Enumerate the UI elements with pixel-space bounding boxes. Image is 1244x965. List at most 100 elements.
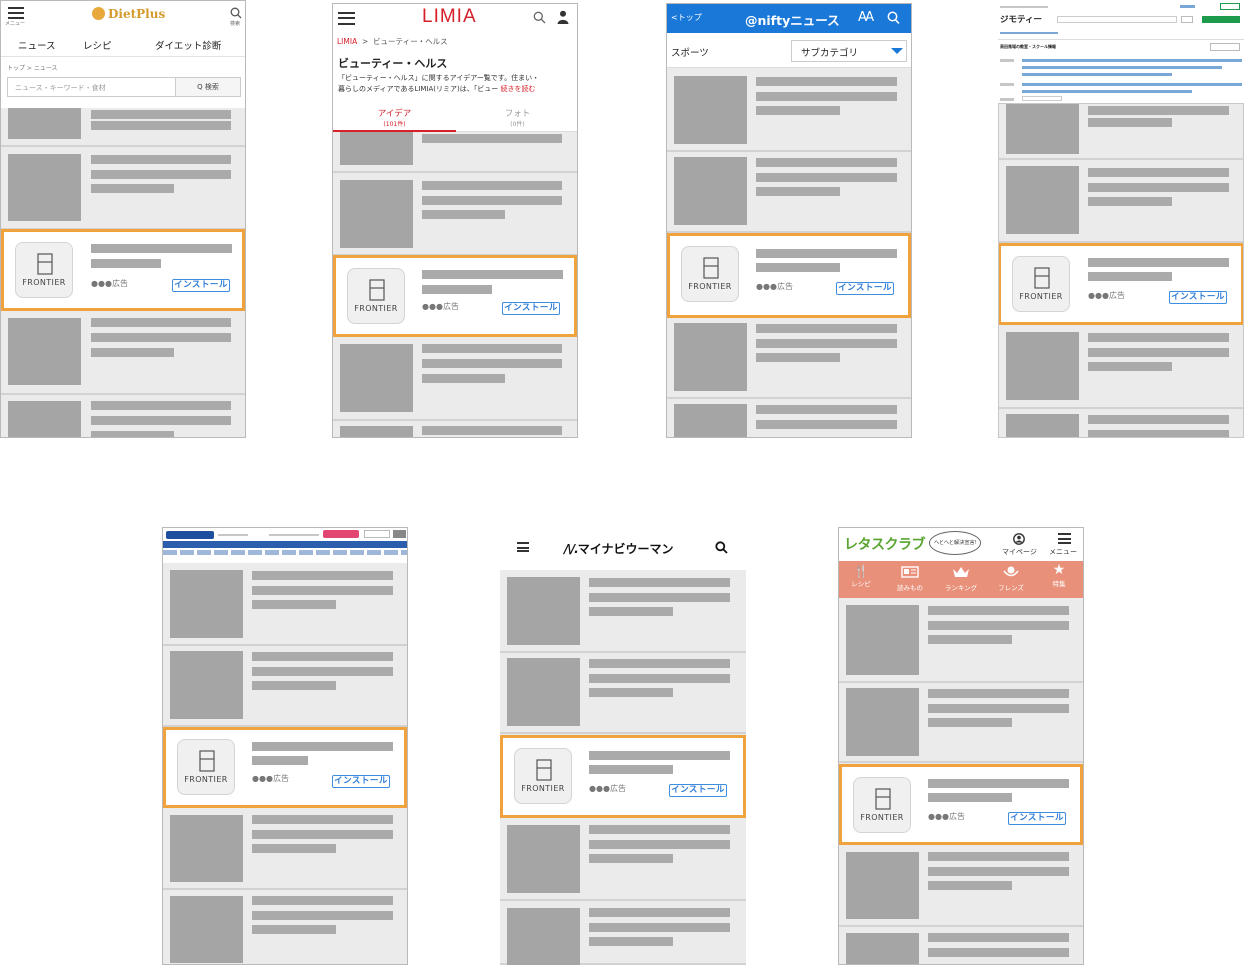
nav-tab-bar[interactable] <box>163 541 407 548</box>
install-button[interactable]: インストール <box>502 302 560 315</box>
install-button[interactable]: インストール <box>1008 812 1066 825</box>
tab-idea[interactable]: アイデア (101件) <box>333 104 456 132</box>
ad-card[interactable]: FRONTIER ●●●広告 インストール <box>1 229 245 311</box>
list-item[interactable] <box>839 928 1083 964</box>
install-button[interactable]: インストール <box>332 775 390 788</box>
list-item[interactable] <box>667 153 911 233</box>
ad-card[interactable]: FRONTIER ●●●広告 インストール <box>500 735 746 818</box>
list-item[interactable] <box>839 847 1083 927</box>
search-icon[interactable] <box>230 7 242 19</box>
dietplus-logo[interactable]: DietPlus <box>92 7 165 21</box>
breadcrumb-limia[interactable]: LIMIA <box>337 37 358 46</box>
list-item[interactable] <box>999 161 1243 243</box>
search-button[interactable]: Q 検索 <box>175 78 240 96</box>
filter-links[interactable] <box>1022 73 1172 76</box>
back-link[interactable]: <トップ <box>671 13 702 22</box>
user-icon[interactable] <box>557 10 569 24</box>
list-item[interactable] <box>1 108 245 147</box>
install-button[interactable]: インストール <box>172 279 230 292</box>
search-icon[interactable] <box>715 541 728 554</box>
list-item[interactable] <box>333 174 577 256</box>
install-button[interactable]: インストール <box>836 282 894 295</box>
search-input[interactable]: ニュース・キーワード・食材 Q 検索 <box>7 77 241 97</box>
list-item[interactable] <box>667 400 911 437</box>
list-item[interactable] <box>163 563 407 646</box>
list-item[interactable] <box>333 339 577 421</box>
install-button[interactable]: インストール <box>669 784 727 797</box>
jmty-logo[interactable]: ジモティー <box>1000 15 1042 25</box>
nav-ranking[interactable]: ランキング <box>937 561 985 598</box>
mynavi-logo[interactable]: /\/.マイナビウーマン <box>564 540 673 557</box>
search-button[interactable] <box>1181 16 1193 23</box>
ad-card[interactable]: FRONTIER ●●●広告 インストール <box>999 243 1243 325</box>
header-search-box[interactable] <box>364 530 390 538</box>
ad-card[interactable]: FRONTIER ●●●広告 インストール <box>163 727 407 808</box>
list-item[interactable] <box>667 319 911 399</box>
list-item[interactable] <box>999 327 1243 409</box>
sub-nav-bar[interactable] <box>163 550 407 555</box>
menu-icon[interactable] <box>517 542 529 552</box>
breadcrumb-news[interactable]: ニュース <box>33 65 58 72</box>
read-more-link[interactable]: 続きを読む <box>500 85 536 93</box>
list-item[interactable] <box>839 598 1083 683</box>
sub-nav-placeholder[interactable] <box>1000 32 1058 34</box>
list-item[interactable] <box>839 684 1083 763</box>
list-item[interactable] <box>500 570 746 653</box>
ad-card[interactable]: FRONTIER ●●●広告 インストール <box>667 233 911 318</box>
genre-links[interactable] <box>1022 90 1192 93</box>
list-item[interactable] <box>999 104 1243 160</box>
lettuce-logo[interactable]: レタスクラブ <box>844 537 926 553</box>
site-logo[interactable] <box>166 531 214 539</box>
breadcrumb-beauty[interactable]: ビューティー・ヘルス <box>373 37 448 46</box>
header-search-button[interactable] <box>393 530 406 538</box>
list-item[interactable] <box>163 647 407 727</box>
nav-recipe[interactable]: 🍴 レシピ <box>839 561 883 598</box>
text-placeholder <box>1088 168 1229 177</box>
header-badge[interactable] <box>323 530 359 538</box>
list-item[interactable] <box>1 148 245 230</box>
subcategory-select[interactable]: サブカテゴリ <box>791 40 907 62</box>
list-item[interactable] <box>1 313 245 395</box>
menu-icon[interactable] <box>338 12 355 25</box>
tab-photo[interactable]: フォト (0件) <box>456 104 577 132</box>
mypage-label[interactable]: マイページ <box>1002 548 1037 556</box>
sort-select[interactable] <box>1022 96 1062 101</box>
list-item[interactable] <box>999 410 1243 437</box>
menu-label[interactable]: メニュー <box>1049 548 1077 556</box>
nav-news[interactable]: ニュース <box>18 41 56 52</box>
nav-diet-diagnosis[interactable]: ダイエット診断 <box>155 41 222 52</box>
search-icon[interactable] <box>887 11 900 25</box>
search-icon[interactable] <box>533 11 546 24</box>
list-item[interactable] <box>163 810 407 890</box>
list-item[interactable] <box>500 654 746 734</box>
list-item[interactable] <box>333 132 577 173</box>
menu-icon[interactable] <box>1058 533 1071 544</box>
filter-links[interactable] <box>1022 59 1242 62</box>
breadcrumb-top[interactable]: トップ <box>7 65 26 72</box>
nifty-logo[interactable]: @niftyニュース <box>745 13 840 28</box>
menu-icon[interactable] <box>8 7 24 19</box>
area-button[interactable] <box>1210 43 1240 51</box>
nav-feature[interactable]: ★ 特集 <box>1037 561 1081 598</box>
jmty-search-input[interactable] <box>1057 16 1177 23</box>
font-size-icon[interactable]: AA <box>858 10 874 25</box>
genre-links[interactable] <box>1022 83 1242 86</box>
install-button[interactable]: インストール <box>1169 291 1227 304</box>
user-icon[interactable] <box>1013 533 1025 545</box>
login-link-placeholder[interactable] <box>1180 5 1195 8</box>
list-item[interactable] <box>667 68 911 152</box>
list-item[interactable] <box>500 903 746 965</box>
nav-reading[interactable]: 読みもの <box>888 561 932 598</box>
filter-links[interactable] <box>1022 66 1222 69</box>
list-item[interactable] <box>1 396 245 437</box>
limia-logo[interactable]: LIMIA <box>422 6 477 27</box>
nav-friends[interactable]: フレンズ <box>987 561 1035 598</box>
register-button[interactable] <box>1220 3 1240 10</box>
ad-card[interactable]: FRONTIER ●●●広告 インストール <box>839 764 1083 845</box>
post-button[interactable] <box>1202 16 1240 23</box>
nav-recipe[interactable]: レシピ <box>83 41 112 52</box>
list-item[interactable] <box>500 820 746 901</box>
list-item[interactable] <box>333 422 577 437</box>
ad-card[interactable]: FRONTIER ●●●広告 インストール <box>333 255 577 337</box>
list-item[interactable] <box>163 891 407 964</box>
